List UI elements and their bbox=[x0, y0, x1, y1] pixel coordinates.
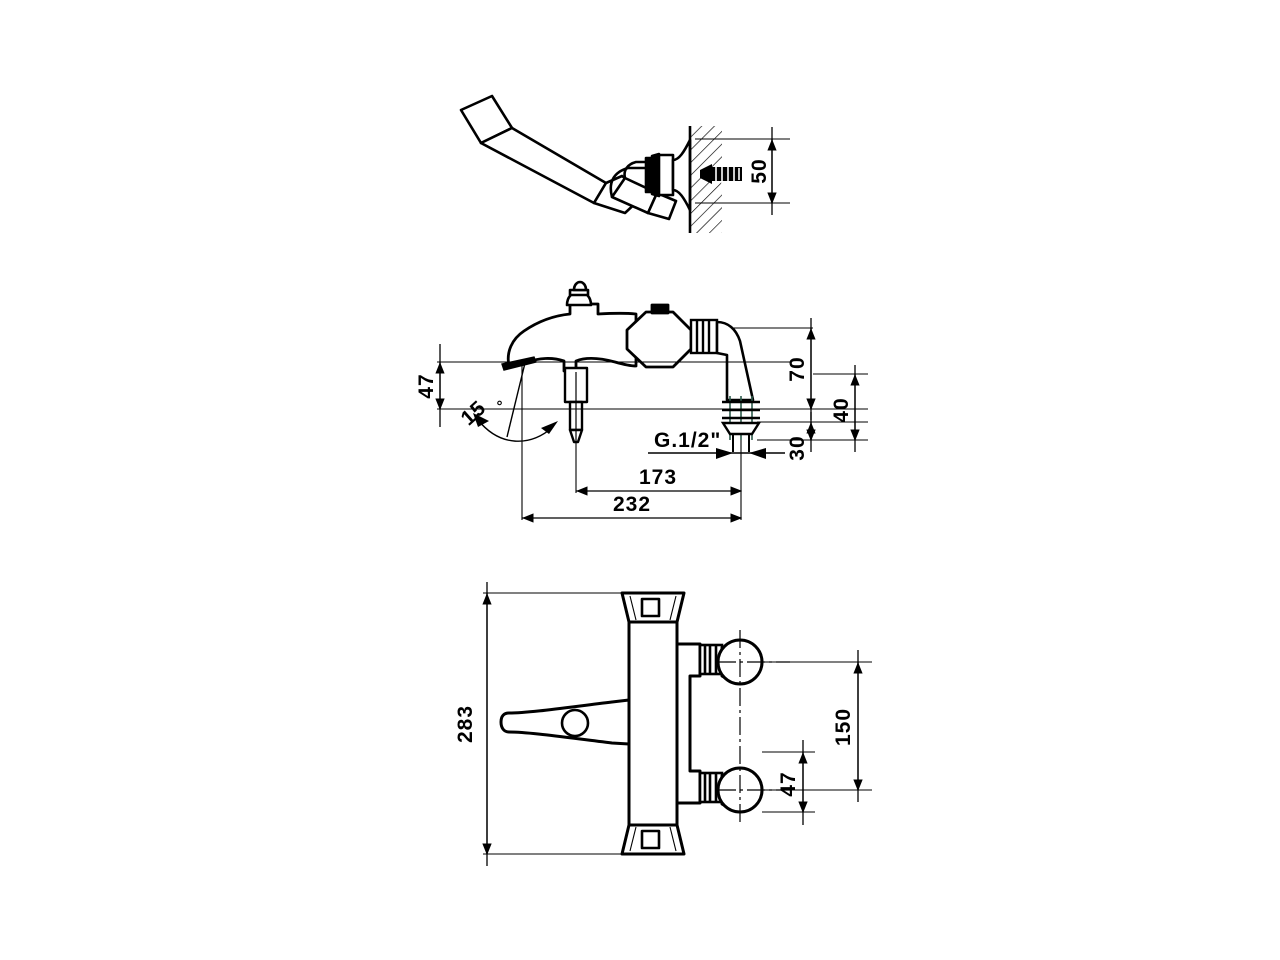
dim-label-283: 283 bbox=[454, 705, 477, 743]
handshower-supply-tube bbox=[609, 160, 648, 198]
dim-label-70: 70 bbox=[786, 356, 809, 381]
dim-label-173: 173 bbox=[639, 466, 677, 489]
wall-elbow-body bbox=[644, 138, 692, 212]
mixer-vertical-body bbox=[627, 620, 679, 827]
dim-label-15-degree-symbol: ° bbox=[494, 397, 510, 414]
lever-handle bbox=[499, 698, 631, 746]
dim-label-40: 40 bbox=[830, 397, 853, 422]
view-side-elevation: 47 15 ° 70 40 bbox=[415, 280, 868, 523]
mixer-body-outline bbox=[506, 302, 638, 373]
handle-arm-frame bbox=[675, 642, 702, 805]
dim-label-30: 30 bbox=[786, 435, 809, 460]
front-view-extension-lines bbox=[483, 592, 872, 855]
dim-15-arrowheads bbox=[473, 413, 558, 434]
dim-label-232: 232 bbox=[613, 493, 651, 516]
dim-47-front bbox=[762, 740, 815, 825]
view-front-elevation: 283 150 47 bbox=[454, 582, 872, 866]
body-bottom-cap bbox=[620, 823, 686, 856]
handshower-elbow bbox=[592, 174, 678, 221]
handle-collar-ribbed bbox=[689, 318, 719, 355]
dim-15-degree bbox=[477, 362, 554, 442]
view-handshower: 50 bbox=[459, 94, 790, 233]
wall-anchor-screw bbox=[700, 164, 742, 184]
dim-g-half-inch-leader bbox=[648, 448, 785, 459]
handshower-wand bbox=[459, 94, 608, 205]
dim-label-47-front: 47 bbox=[777, 771, 800, 796]
dim-40 bbox=[813, 365, 868, 452]
cartridge-stem bbox=[563, 366, 589, 444]
dim-label-g-half-inch: G.1/2" bbox=[654, 429, 721, 452]
dim-label-15: 15 bbox=[457, 396, 491, 430]
inlet-thread-connector bbox=[720, 396, 762, 452]
mixer-rear-body bbox=[715, 320, 755, 402]
dim-label-150: 150 bbox=[832, 708, 855, 746]
body-top-cap bbox=[620, 591, 686, 624]
spout-finial-cap bbox=[565, 280, 593, 307]
dim-label-50: 50 bbox=[748, 158, 771, 183]
dim-label-47-side: 47 bbox=[415, 373, 438, 398]
